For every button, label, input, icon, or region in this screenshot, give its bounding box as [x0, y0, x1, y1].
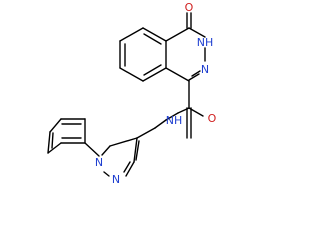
bond: [103, 171, 110, 177]
carboxamide-group: [165, 80, 204, 139]
bond: [47, 142, 62, 154]
bond: [142, 67, 167, 82]
atom-labels: O NH N O NH N N: [95, 1, 217, 186]
bond: [101, 145, 111, 156]
molecule-canvas: O NH N O NH N N: [47, 1, 217, 186]
bond: [188, 73, 200, 81]
bond: [165, 27, 190, 42]
atom-label-ring-carbonyl-oxygen: O: [185, 1, 194, 14]
atom-label-amide-oxygen: O: [208, 112, 217, 125]
bond: [119, 67, 144, 82]
double-bond-inner: [51, 132, 54, 149]
bond: [119, 27, 144, 42]
bond: [188, 27, 206, 38]
bond: [165, 67, 190, 82]
methylene-linker: [136, 119, 167, 139]
double-bond-inner: [123, 161, 131, 173]
molecule-structure-diagram: O NH N O NH N N: [47, 1, 217, 186]
atom-label-amide-nh: NH: [166, 114, 183, 127]
pyridazinone-ring: [165, 12, 206, 82]
double-bond-inner: [143, 33, 162, 45]
bond: [133, 137, 138, 163]
bond: [47, 131, 51, 154]
bond: [84, 142, 100, 157]
bond: [142, 27, 167, 42]
atom-label-ring-nh: NH: [197, 36, 214, 49]
atom-label-pyrazole-n1: N: [95, 156, 103, 169]
atom-label-pyrazole-n2: N: [112, 173, 120, 186]
double-bond-inner: [191, 70, 201, 77]
atom-label-ring-n: N: [201, 63, 209, 76]
double-bond-inner: [143, 64, 162, 76]
bond: [177, 107, 190, 114]
phenyl-ring: [47, 118, 100, 157]
bond: [109, 137, 138, 147]
double-bond-inner: [135, 140, 140, 161]
bond: [49, 118, 62, 133]
benzo-ring: [119, 27, 167, 82]
bond: [125, 161, 135, 177]
bond: [154, 119, 167, 129]
bond: [136, 127, 156, 139]
pyrazole-ring: [101, 137, 140, 177]
bond: [165, 112, 179, 121]
